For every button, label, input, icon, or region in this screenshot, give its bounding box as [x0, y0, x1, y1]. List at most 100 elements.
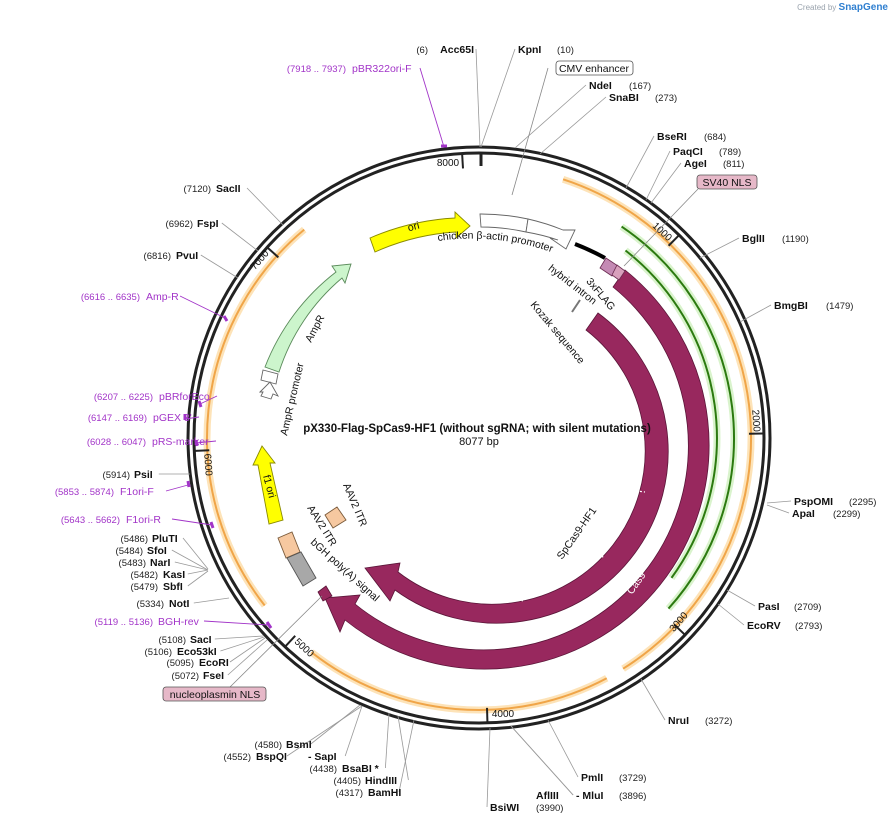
primer-mark-pbrforeco[interactable]	[197, 400, 203, 408]
enzyme-label-sapi-21[interactable]: - SapI	[308, 751, 337, 763]
enzyme-position-bspqi-22: (4552)	[224, 752, 251, 763]
primer-label-pbrforeco[interactable]: pBRforEco	[159, 391, 210, 403]
cas9-main-arc[interactable]	[364, 312, 669, 624]
primer-label-f1orir[interactable]: F1ori-R	[126, 514, 161, 526]
hybrid-intron-bar[interactable]	[574, 242, 606, 260]
enzyme-label-pasi-11[interactable]: PasI	[758, 601, 780, 613]
enzyme-position-pasi-11: (2709)	[794, 602, 821, 613]
orange-band-0[interactable]	[562, 178, 753, 670]
nucleo-leader	[229, 595, 323, 688]
primer-label-f1orif[interactable]: F1ori-F	[120, 486, 154, 498]
enzyme-leader-snabi-3	[539, 96, 607, 155]
ampr-arrow[interactable]	[264, 263, 352, 373]
enzyme-label-apai-10[interactable]: ApaI	[792, 508, 815, 520]
enzyme-label-hindiii-19[interactable]: HindIII	[365, 775, 397, 787]
enzyme-label-saci-27[interactable]: SacI	[190, 634, 212, 646]
primer-label-prsmarker[interactable]: pRS-marker	[152, 436, 209, 448]
enzyme-label-sbfi-29[interactable]: SbfI	[163, 581, 183, 593]
orange-band-2[interactable]	[206, 228, 305, 607]
primer-label-pgex3[interactable]: pGEX 3'	[153, 412, 192, 424]
tick-mark-5000	[284, 635, 296, 647]
enzyme-label-fspi-36[interactable]: FspI	[197, 218, 219, 230]
cba-promoter-arrow-head[interactable]	[525, 218, 576, 250]
primer-leader-prsmarker	[195, 440, 217, 444]
enzyme-label-fsei-24[interactable]: FseI	[203, 670, 224, 682]
enzyme-position-kasi-30: (5482)	[131, 570, 158, 581]
cas9-outer-arc[interactable]	[324, 269, 710, 670]
green-band-1[interactable]	[624, 249, 718, 579]
primer-leader-bghrev	[203, 620, 270, 626]
primer-label-bghrev[interactable]: BGH-rev	[158, 616, 200, 628]
primer-mark-ampr[interactable]	[222, 315, 229, 322]
enzyme-position-pluti-33: (5486)	[121, 534, 148, 545]
enzyme-label-pvui-35[interactable]: PvuI	[176, 250, 198, 262]
enzyme-label-bamhi-18[interactable]: BamHI	[368, 787, 401, 799]
aav2-itr-1-box[interactable]	[324, 506, 347, 529]
enzyme-label-kpni-1[interactable]: KpnI	[518, 44, 541, 56]
tick-mark-6000	[195, 449, 210, 452]
enzyme-label-afliii-15[interactable]: AflIII	[536, 790, 559, 802]
primer-mark-bghrev[interactable]	[265, 621, 273, 629]
primer-range-bghrev: (5119 .. 5136)	[95, 617, 153, 628]
primer-range-pbr322orif: (7918 .. 7937)	[287, 64, 346, 75]
enzyme-label-mlui-16[interactable]: - MluI	[576, 790, 603, 802]
enzyme-position-mlui-16: (3896)	[619, 791, 646, 802]
enzyme-label-kasi-30[interactable]: KasI	[163, 569, 185, 581]
enzyme-leader-lines	[158, 48, 792, 808]
enzyme-label-nrui-13[interactable]: NruI	[668, 715, 689, 727]
snapgene-credit: Created by SnapGene	[797, 2, 888, 13]
enzyme-label-eco53ki-26[interactable]: Eco53kI	[177, 646, 217, 658]
enzyme-position-bmgbi-8: (1479)	[826, 301, 853, 312]
enzyme-label-paqci-5[interactable]: PaqCI	[673, 146, 703, 158]
enzyme-label-snabi-3[interactable]: SnaBI	[609, 92, 639, 104]
primer-label-ampr[interactable]: Amp-R	[146, 291, 179, 303]
sv40-box[interactable]	[696, 174, 758, 190]
cmv-box[interactable]	[555, 60, 634, 76]
enzyme-label-ndei-2[interactable]: NdeI	[589, 80, 612, 92]
enzyme-label-sfoi-32[interactable]: SfoI	[147, 545, 167, 557]
enzyme-label-sacii-37[interactable]: SacII	[216, 183, 241, 195]
primer-label-pbr322orif[interactable]: pBR322ori-F	[352, 63, 412, 75]
enzyme-label-bglii-7[interactable]: BglII	[742, 233, 765, 245]
enzyme-label-noti-28[interactable]: NotI	[169, 598, 189, 610]
enzyme-label-agei-6[interactable]: AgeI	[684, 158, 707, 170]
enzyme-position-paqci-5: (789)	[719, 147, 741, 158]
enzyme-label-bmgbi-8[interactable]: BmgBI	[774, 300, 808, 312]
enzyme-leader-mlui-16	[510, 725, 574, 796]
enzyme-label-bspqi-22[interactable]: BspQI	[256, 751, 287, 763]
enzyme-label-bseri-4[interactable]: BseRI	[657, 131, 687, 143]
enzyme-leader-apai-10	[766, 504, 790, 514]
enzyme-label-ecorv-12[interactable]: EcoRV	[747, 620, 781, 632]
primer-mark-f1orif[interactable]	[186, 480, 191, 488]
sv40-nls-segment[interactable]	[611, 264, 626, 281]
ori-arrow[interactable]	[369, 210, 471, 253]
enzyme-label-bsiwi-17[interactable]: BsiWI	[490, 802, 519, 814]
enzyme-position-pvui-35: (6816)	[144, 251, 171, 262]
enzyme-position-bseri-4: (684)	[704, 132, 726, 143]
enzyme-label-acc65i-0[interactable]: Acc65I	[440, 44, 474, 56]
kozak-marker	[571, 299, 581, 313]
f1-ori-arrow[interactable]	[252, 445, 284, 525]
ampr-promoter-arrow[interactable]	[258, 381, 280, 400]
enzyme-label-pmli-14[interactable]: PmlI	[581, 772, 603, 784]
primer-mark-prsmarker[interactable]	[194, 439, 199, 447]
enzyme-label-pluti-33[interactable]: PluTI	[152, 533, 178, 545]
enzyme-label-pspomi-9[interactable]: PspOMI	[794, 496, 833, 508]
primer-range-f1orir: (5643 .. 5662)	[61, 515, 120, 526]
ampr-promoter[interactable]	[260, 369, 279, 385]
plasmid-name: pX330-Flag-SpCas9-HF1 (without sgRNA; wi…	[303, 423, 651, 435]
green-band-0[interactable]	[621, 225, 735, 610]
cba-promoter-arrow[interactable]	[479, 213, 529, 233]
enzyme-label-nari-31[interactable]: NarI	[150, 557, 171, 569]
enzyme-label-ecori-25[interactable]: EcoRI	[199, 657, 229, 669]
enzyme-label-psii-34[interactable]: PsiI	[134, 469, 153, 481]
enzyme-position-sacii-37: (7120)	[184, 184, 211, 195]
orange-band-1[interactable]	[310, 651, 608, 711]
primer-mark-f1orir[interactable]	[209, 521, 215, 529]
enzyme-label-bsmi-23[interactable]: BsmI	[286, 739, 312, 751]
nucleoplasmin-segment[interactable]	[317, 585, 333, 602]
nucleoplasmin-box[interactable]	[162, 686, 267, 702]
bgh-box[interactable]	[286, 551, 317, 587]
feature-f1ori-label: f1 ori	[260, 474, 278, 500]
enzyme-label-bsabi-20[interactable]: BsaBI *	[342, 763, 380, 775]
